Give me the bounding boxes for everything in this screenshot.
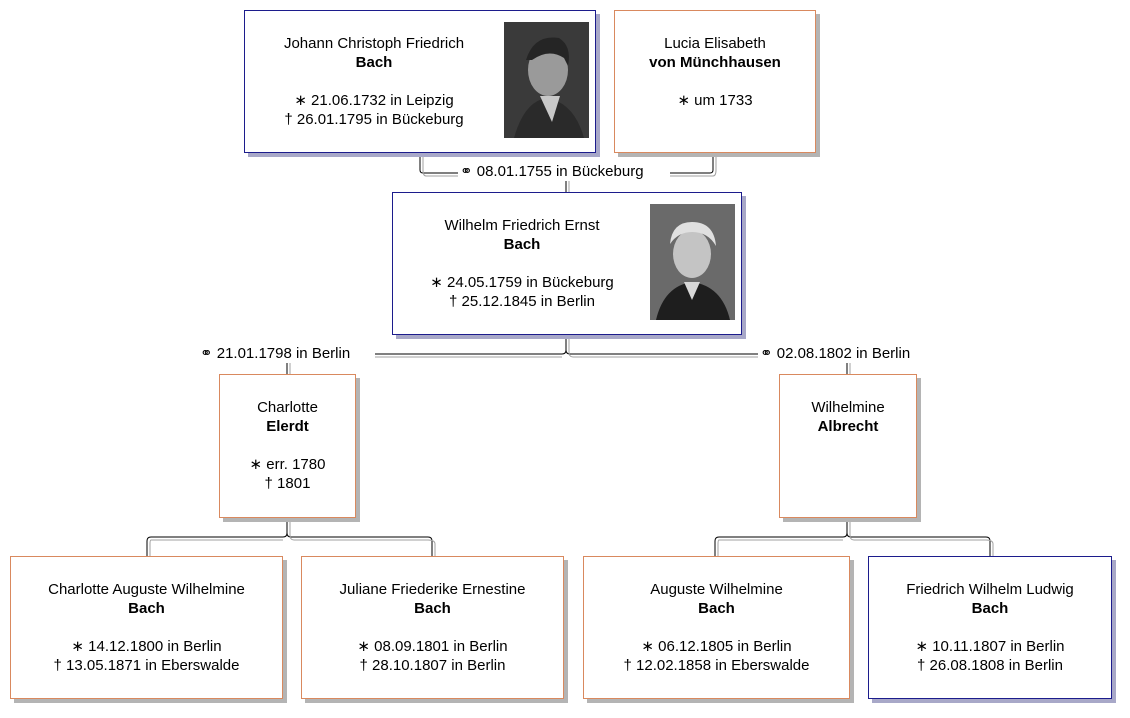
death-info: † 1801	[264, 475, 311, 492]
marriage-label: ⚭ 02.08.1802 in Berlin	[758, 345, 913, 363]
death-info: † 28.10.1807 in Berlin	[359, 657, 506, 674]
surname: Bach	[414, 600, 451, 617]
person-card[interactable]: Charlotte Auguste Wilhelmine Bach ∗ 14.1…	[10, 556, 283, 699]
birth-info: ∗ um 1733	[677, 92, 753, 109]
birth-info: ∗ 10.11.1807 in Berlin	[915, 638, 1065, 655]
marriage-label: ⚭ 08.01.1755 in Bückeburg	[458, 163, 646, 181]
portrait-image	[650, 204, 735, 320]
marriage-label: ⚭ 21.01.1798 in Berlin	[198, 345, 353, 363]
death-info: † 25.12.1845 in Berlin	[449, 293, 595, 310]
birth-info: ∗ 08.09.1801 in Berlin	[357, 638, 508, 655]
person-info: Wilhelm Friedrich Ernst Bach ∗ 24.05.175…	[393, 216, 651, 311]
first-names: Wilhelmine	[811, 399, 885, 416]
death-info: † 12.02.1858 in Eberswalde	[623, 657, 810, 674]
birth-info: ∗ 14.12.1800 in Berlin	[71, 638, 222, 655]
person-info: Charlotte Auguste Wilhelmine Bach ∗ 14.1…	[11, 580, 282, 675]
first-names: Lucia Elisabeth	[664, 35, 766, 52]
birth-info: ∗ 24.05.1759 in Bückeburg	[430, 274, 614, 291]
person-card[interactable]: Juliane Friederike Ernestine Bach ∗ 08.0…	[301, 556, 564, 699]
first-names: Charlotte	[257, 399, 318, 416]
surname: Bach	[698, 600, 735, 617]
first-names: Charlotte Auguste Wilhelmine	[48, 581, 245, 598]
surname: Bach	[355, 54, 393, 71]
surname: Bach	[128, 600, 165, 617]
death-info: † 26.01.1795 in Bückeburg	[284, 111, 464, 128]
person-info: Johann Christoph Friedrich Bach ∗ 21.06.…	[245, 34, 503, 129]
person-card[interactable]: Wilhelm Friedrich Ernst Bach ∗ 24.05.175…	[392, 192, 742, 335]
person-card[interactable]: Johann Christoph Friedrich Bach ∗ 21.06.…	[244, 10, 596, 153]
birth-info: ∗ 06.12.1805 in Berlin	[641, 638, 792, 655]
person-info: Wilhelmine Albrecht	[780, 398, 916, 436]
person-card[interactable]: Wilhelmine Albrecht	[779, 374, 917, 518]
first-names: Auguste Wilhelmine	[650, 581, 783, 598]
death-info: † 13.05.1871 in Eberswalde	[53, 657, 240, 674]
first-names: Wilhelm Friedrich Ernst	[444, 217, 600, 234]
person-info: Charlotte Elerdt ∗ err. 1780 † 1801	[220, 398, 355, 493]
person-card[interactable]: Charlotte Elerdt ∗ err. 1780 † 1801	[219, 374, 356, 518]
first-names: Friedrich Wilhelm Ludwig	[906, 581, 1074, 598]
person-card[interactable]: Auguste Wilhelmine Bach ∗ 06.12.1805 in …	[583, 556, 850, 699]
person-card[interactable]: Friedrich Wilhelm Ludwig Bach ∗ 10.11.18…	[868, 556, 1112, 699]
surname: Albrecht	[817, 418, 879, 435]
first-names: Johann Christoph Friedrich	[283, 35, 465, 52]
surname: Bach	[971, 600, 1009, 617]
portrait-image	[504, 22, 589, 138]
first-names: Juliane Friederike Ernestine	[339, 581, 526, 598]
person-info: Auguste Wilhelmine Bach ∗ 06.12.1805 in …	[584, 580, 849, 675]
surname: Bach	[503, 236, 541, 253]
birth-info: ∗ err. 1780	[249, 456, 326, 473]
person-info: Juliane Friederike Ernestine Bach ∗ 08.0…	[302, 580, 563, 675]
surname: von Münchhausen	[649, 54, 781, 71]
person-card[interactable]: Lucia Elisabeth von Münchhausen ∗ um 173…	[614, 10, 816, 153]
death-info: † 26.08.1808 in Berlin	[917, 657, 1063, 674]
birth-info: ∗ 21.06.1732 in Leipzig	[294, 92, 454, 109]
person-info: Lucia Elisabeth von Münchhausen ∗ um 173…	[615, 34, 815, 110]
surname: Elerdt	[266, 418, 309, 435]
person-info: Friedrich Wilhelm Ludwig Bach ∗ 10.11.18…	[869, 580, 1111, 675]
